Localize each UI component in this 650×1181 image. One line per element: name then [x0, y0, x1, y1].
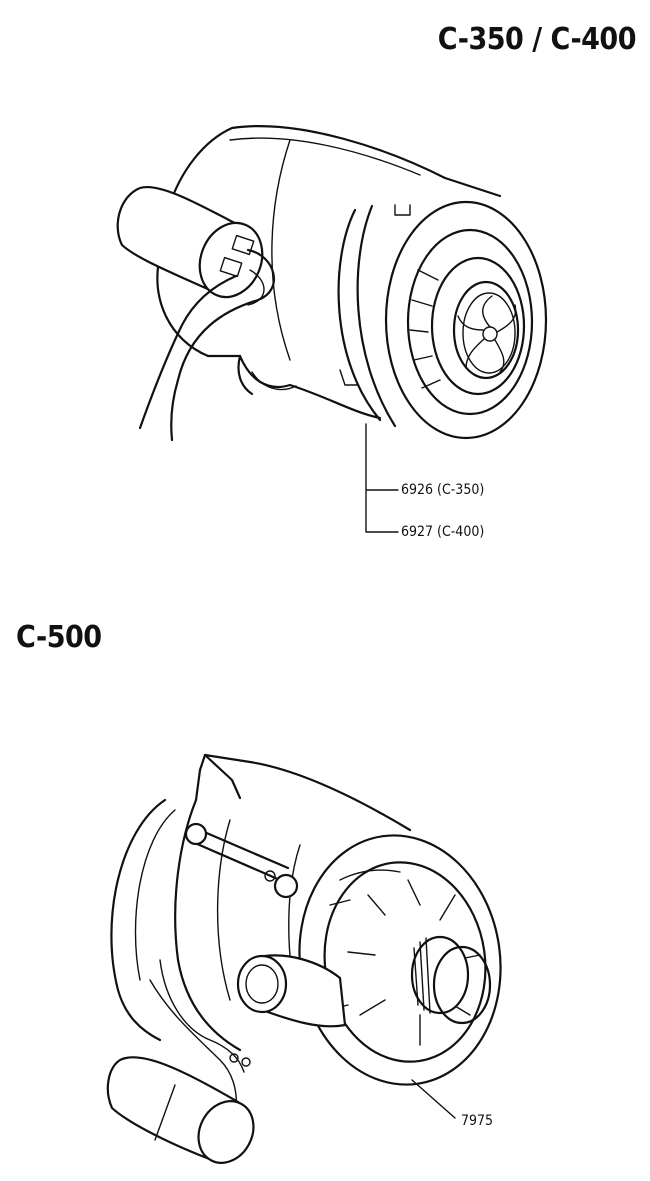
- model-title-c500: C-500: [16, 620, 102, 655]
- callout-part-6927: 6927 (C-400): [401, 524, 485, 540]
- callout-part-6926: 6926 (C-350): [401, 482, 485, 498]
- motor-c350-c400-illustration: [116, 125, 548, 533]
- model-title-c350-c400: C-350 / C-400: [437, 22, 637, 57]
- motor-c500-illustration: [106, 753, 502, 1164]
- callout-part-7975: 7975: [461, 1113, 494, 1129]
